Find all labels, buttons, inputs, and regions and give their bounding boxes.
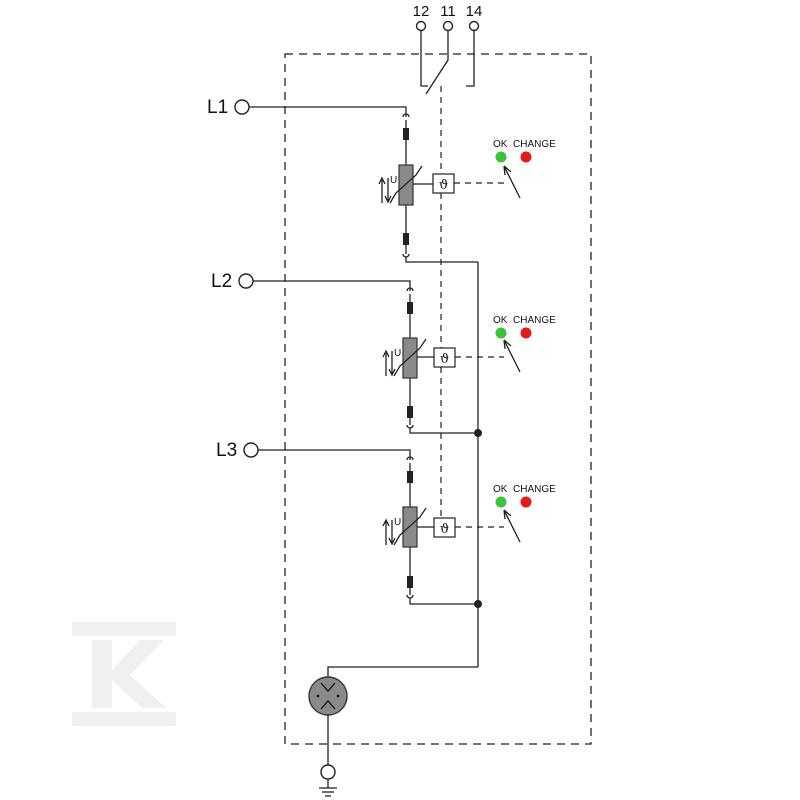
l3-voltage-symbol: U — [394, 517, 401, 528]
l3-varistor-slash — [393, 507, 427, 546]
l3-ok-led — [495, 496, 507, 508]
l1-fuse-top — [403, 128, 409, 140]
terminal-l1[interactable] — [234, 99, 250, 115]
l2-top-terminal-arc — [406, 287, 414, 292]
contact-12-terminal[interactable] — [415, 20, 427, 32]
l3-change-led — [520, 496, 532, 508]
l2-fuse-top — [407, 302, 413, 314]
l1-voltage-symbol: U — [390, 175, 397, 186]
device-enclosure — [284, 53, 592, 745]
l3-varistor — [402, 506, 418, 548]
contact-11-switch — [425, 31, 449, 95]
contact-11-label: 11 — [440, 3, 456, 20]
l2-bottom-terminal-arc — [406, 424, 414, 429]
l1-thermal-symbol: ϑ — [439, 178, 448, 193]
terminal-l2[interactable] — [238, 273, 254, 289]
l1-varistor-slash — [389, 165, 423, 204]
l3-ok-label: OK — [493, 484, 508, 495]
contact-14-label: 14 — [466, 3, 483, 20]
signal-contacts: 12 11 14 — [413, 3, 483, 176]
l2-fuse-bottom — [407, 406, 413, 418]
l2-varistor-slash — [393, 338, 427, 377]
l3-change-label: CHANGE — [513, 484, 556, 495]
earth-ground-icon — [319, 787, 337, 797]
l3-top-terminal-arc — [406, 456, 414, 461]
l2-input-wire — [253, 280, 411, 291]
l3-fuse-bottom — [407, 576, 413, 588]
protection-module-l1: L1 U ϑ OK CHANGE — [207, 97, 556, 349]
terminal-l3-label: L3 — [216, 440, 237, 461]
l2-change-label: CHANGE — [513, 315, 556, 326]
terminal-pe[interactable] — [320, 764, 336, 780]
terminal-l1-label: L1 — [207, 97, 228, 118]
l1-change-led — [520, 151, 532, 163]
l3-input-wire — [258, 449, 411, 460]
contact-12-label: 12 — [413, 3, 430, 20]
terminal-l3[interactable] — [243, 442, 259, 458]
protection-module-l3: L3 U ϑ OK CHANGE — [216, 440, 556, 605]
l1-ok-label: OK — [493, 139, 508, 150]
bus-junction-l2 — [474, 429, 482, 437]
l2-voltage-symbol: U — [394, 348, 401, 359]
l2-ok-label: OK — [493, 315, 508, 326]
l1-output-wire — [405, 257, 478, 263]
contact-14-terminal[interactable] — [468, 20, 480, 32]
l3-fuse-top — [407, 471, 413, 483]
contact-12-wire — [420, 31, 428, 87]
l1-fuse-bottom — [403, 233, 409, 245]
common-bus — [327, 262, 482, 677]
l3-output-wire — [409, 598, 478, 605]
l1-bottom-terminal-arc — [402, 253, 410, 258]
contact-11-terminal[interactable] — [442, 20, 454, 32]
l2-varistor — [402, 337, 418, 379]
earth-terminal — [319, 715, 337, 797]
l1-ok-led — [495, 151, 507, 163]
l2-bidir-arrows — [382, 349, 396, 377]
contact-14-wire — [466, 31, 475, 87]
l1-top-terminal-arc — [402, 113, 410, 118]
l1-varistor — [398, 164, 414, 206]
watermark-logo — [72, 622, 176, 726]
l3-bidir-arrows — [382, 518, 396, 546]
l1-bidir-arrows — [378, 176, 392, 204]
l2-output-wire — [409, 428, 478, 434]
l1-indicator-pointer — [503, 165, 521, 199]
l2-indicator-pointer — [503, 339, 521, 373]
protection-module-l2: L2 U ϑ OK CHANGE — [211, 271, 556, 518]
l3-thermal-symbol: ϑ — [440, 522, 449, 537]
l2-thermal-symbol: ϑ — [440, 352, 449, 367]
terminal-l2-label: L2 — [211, 271, 232, 292]
l2-ok-led — [495, 327, 507, 339]
l2-change-led — [520, 327, 532, 339]
l3-indicator-pointer — [503, 509, 521, 543]
l1-input-wire — [249, 106, 407, 117]
l1-change-label: CHANGE — [513, 139, 556, 150]
gas-discharge-tube-icon — [308, 676, 348, 716]
bus-junction-l3 — [474, 600, 482, 608]
l3-bottom-terminal-arc — [406, 594, 414, 599]
bus-to-gdt-wire — [327, 666, 478, 677]
